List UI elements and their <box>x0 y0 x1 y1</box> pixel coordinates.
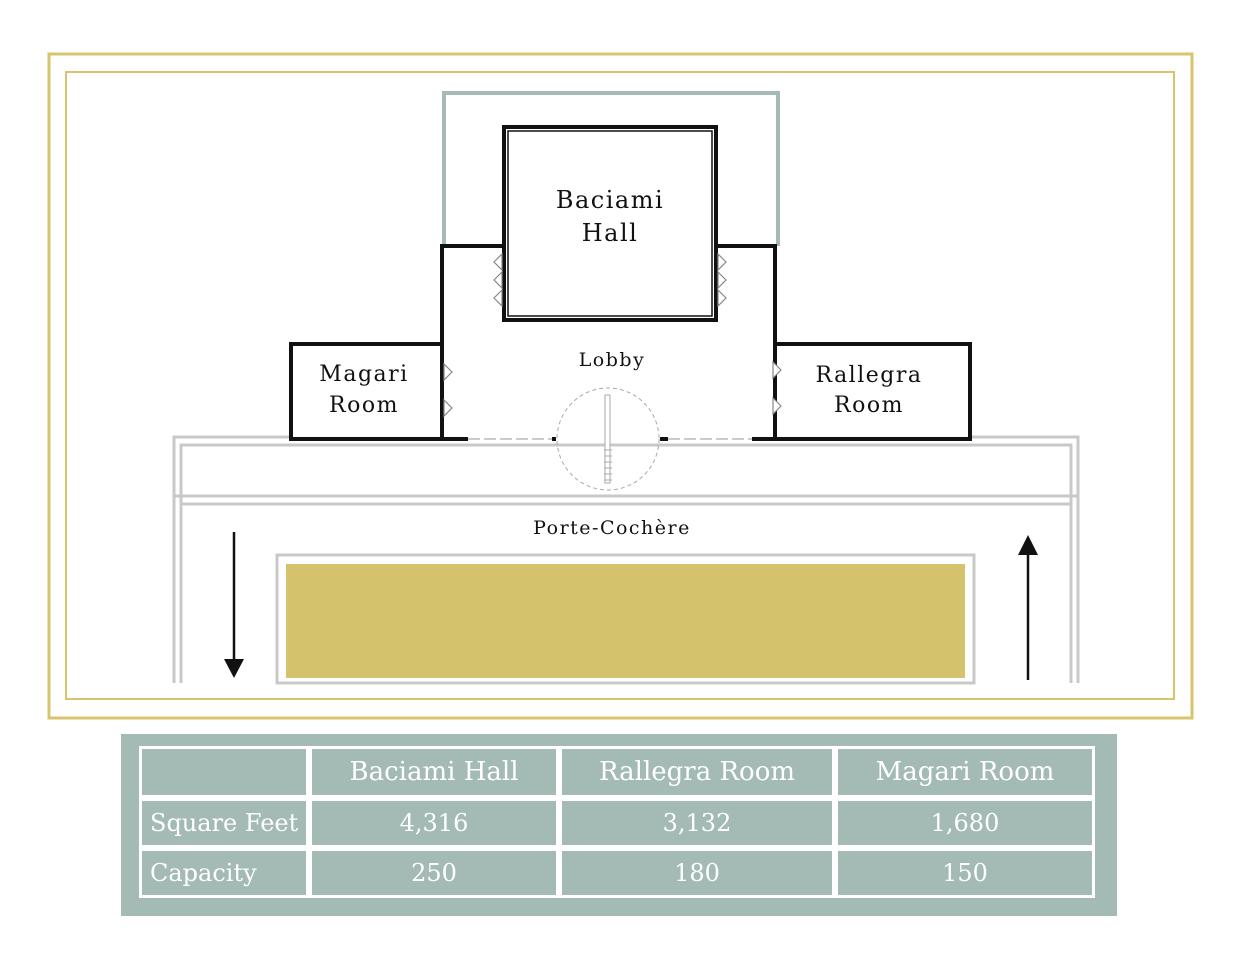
porte-cochere-label: Porte-Cochère <box>533 517 691 539</box>
row-label-capacity: Capacity <box>139 848 309 898</box>
baciami-hall-label-line1: Baciami <box>556 186 664 214</box>
floor-plan: Baciami Hall Lobby Magari Room Rallegra … <box>47 52 1194 720</box>
header-rallegra-room: Rallegra Room <box>559 746 835 798</box>
rallegra-room-label-line2: Room <box>834 393 904 418</box>
magari-room-label-line1: Magari <box>319 362 408 387</box>
center-island <box>286 564 965 678</box>
rallegra-room-label-line1: Rallegra <box>816 363 923 388</box>
room-stats-panel: Baciami Hall Rallegra Room Magari Room S… <box>121 734 1117 916</box>
table-header-row: Baciami Hall Rallegra Room Magari Room <box>139 746 1095 798</box>
baciami-hall-label-line2: Hall <box>582 219 639 247</box>
cell-baciami-square-feet: 4,316 <box>309 798 559 848</box>
rallegra-room-walls <box>773 342 972 441</box>
lobby-label: Lobby <box>579 349 646 371</box>
magari-room-walls <box>289 342 444 441</box>
cell-magari-capacity: 150 <box>835 848 1095 898</box>
inner-frame <box>65 71 1175 700</box>
table-row-square-feet: Square Feet 4,316 3,132 1,680 <box>139 798 1095 848</box>
header-empty-cell <box>139 746 309 798</box>
outer-frame <box>47 52 1194 720</box>
room-stats-table: Baciami Hall Rallegra Room Magari Room S… <box>139 746 1095 898</box>
cell-rallegra-square-feet: 3,132 <box>559 798 835 848</box>
row-label-square-feet: Square Feet <box>139 798 309 848</box>
cell-rallegra-capacity: 180 <box>559 848 835 898</box>
magari-room-label-line2: Room <box>329 393 399 418</box>
baciami-hall-inner-wall <box>507 130 713 317</box>
terrace-outline <box>442 91 780 246</box>
arrow-down-icon <box>224 532 244 678</box>
table-row-capacity: Capacity 250 180 150 <box>139 848 1095 898</box>
entrance-doors <box>468 387 752 491</box>
arrow-up-icon <box>1018 535 1038 680</box>
baciami-hall-walls <box>502 125 718 322</box>
door-markers <box>443 252 782 418</box>
revolving-door <box>556 387 660 491</box>
header-baciami-hall: Baciami Hall <box>309 746 559 798</box>
header-magari-room: Magari Room <box>835 746 1095 798</box>
cell-magari-square-feet: 1,680 <box>835 798 1095 848</box>
cell-baciami-capacity: 250 <box>309 848 559 898</box>
